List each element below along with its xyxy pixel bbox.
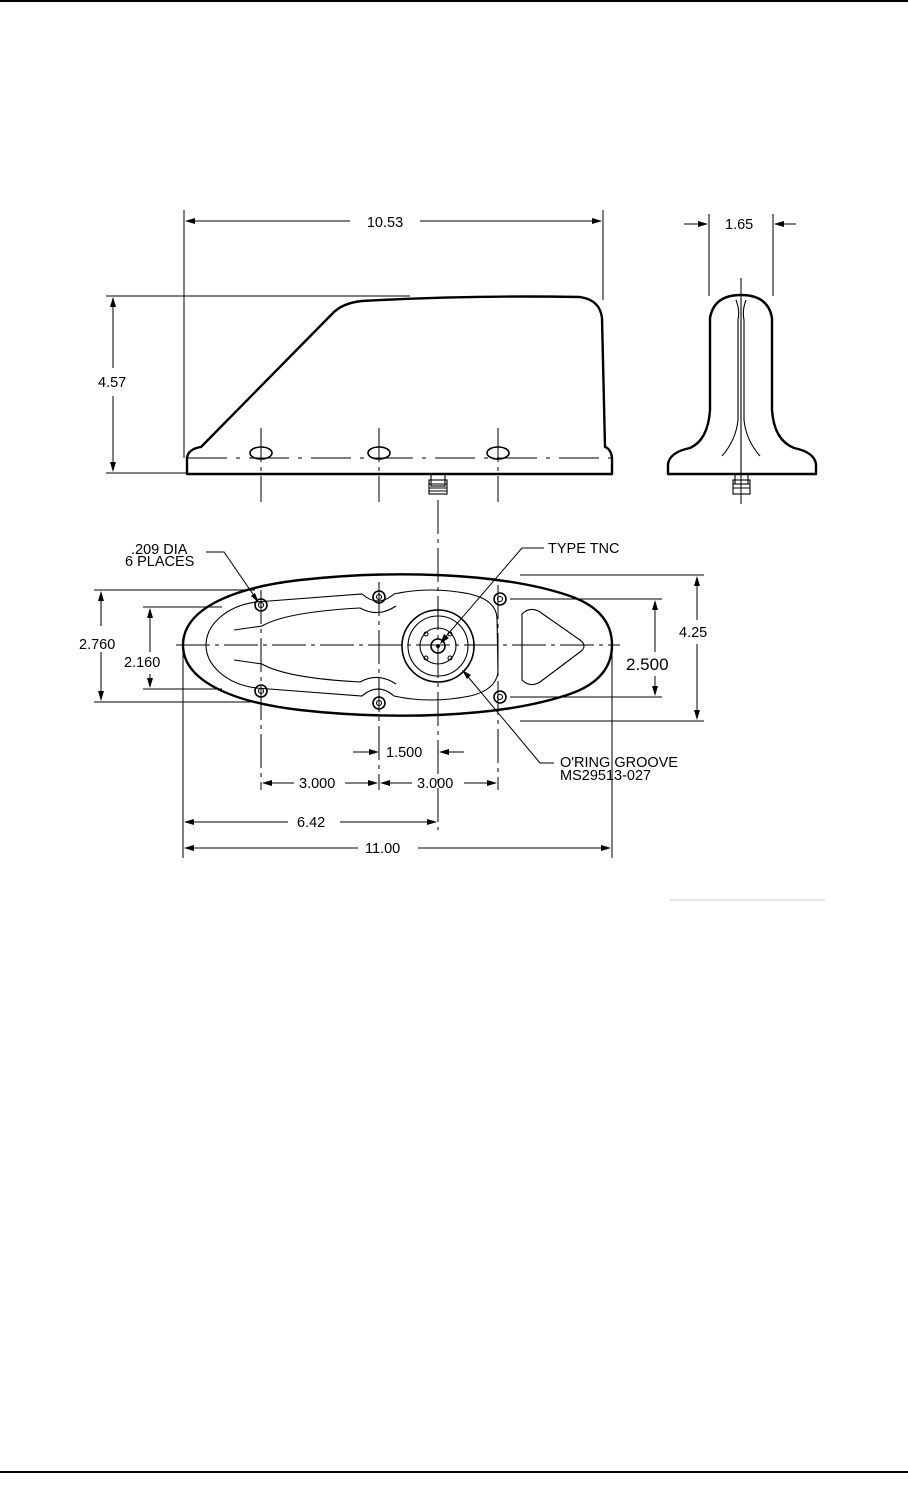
page-bottom-rule: [0, 1471, 908, 1473]
dim-hole-pitch-right-label: 3.000: [417, 776, 453, 792]
dim-outer-hole-span-label: 2.760: [79, 637, 115, 653]
dim-height-label: 4.57: [98, 375, 126, 391]
dim-width-label: 1.65: [725, 217, 753, 233]
dim-hole-offset-label: 1.500: [386, 745, 422, 761]
dim-base-width-label: 4.25: [679, 625, 707, 641]
dim-connector-position-label: 6.42: [297, 815, 325, 831]
front-connector: [429, 474, 447, 494]
dim-inner-hole-span-label: 2.160: [124, 655, 160, 671]
bottom-view: .209 DIA 6 PLACES TYPE TNC O'RING GROOVE…: [79, 541, 707, 858]
dim-length-label: 10.53: [367, 215, 403, 231]
side-view-body-outline: [668, 295, 816, 474]
groove-note-line2: MS29513-027: [560, 768, 651, 784]
bottom-view-rear-cavity: [522, 609, 584, 684]
front-view-body-outline: [187, 297, 612, 475]
dim-base-length-label: 11.00: [365, 841, 400, 857]
side-view: 1.65: [668, 214, 816, 505]
dim-rear-hole-span-label: 2.500: [626, 655, 669, 674]
hole-note-line2: 6 PLACES: [125, 554, 194, 570]
connector-note: TYPE TNC: [548, 541, 619, 557]
front-view: 10.53 4.57: [98, 210, 612, 502]
dim-hole-pitch-left-label: 3.000: [299, 776, 335, 792]
